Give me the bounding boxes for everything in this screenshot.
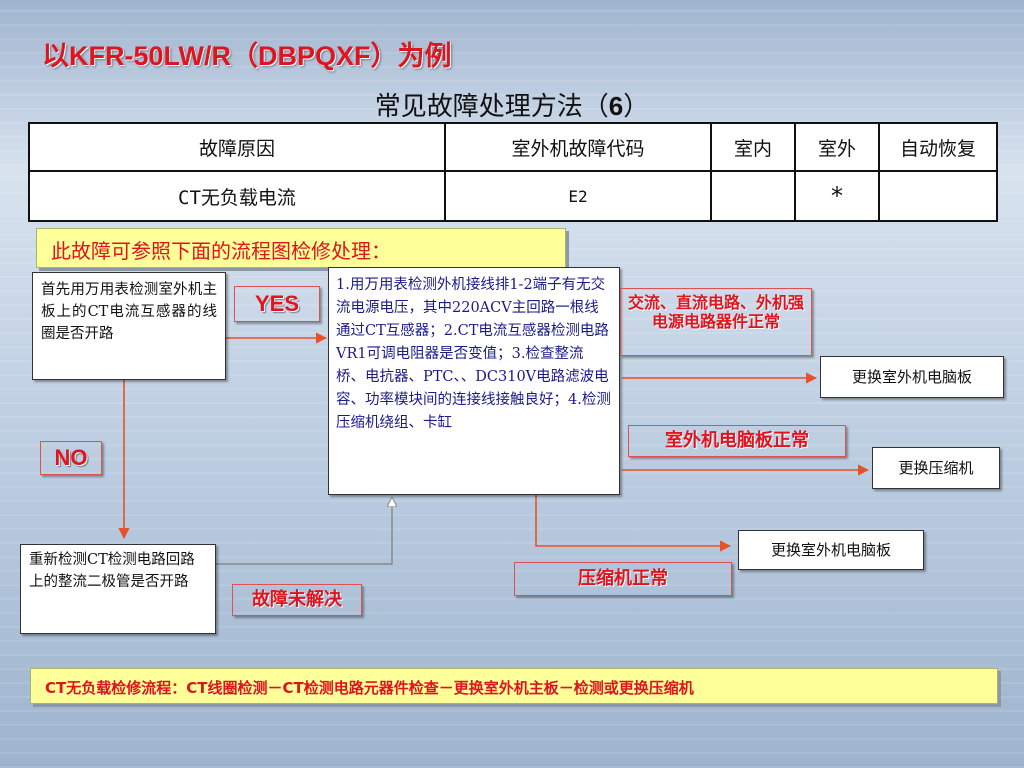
arrow-step2-to-result3 [535, 495, 732, 552]
no-label: NO [40, 441, 102, 475]
subtitle-prefix: 常见故障处理方法（ [374, 92, 609, 122]
condition1-label: 交流、直流电路、外机强电源电路器件正常 [620, 288, 812, 356]
summary-banner: CT无负载检修流程：CT线圈检测－CT检测电路元器件检查－更换室外机主板－检测或… [30, 668, 998, 704]
cell-auto-recover [878, 170, 998, 222]
step1-box: 首先用万用表检测室外机主板上的CT电流互感器的线圈是否开路 [32, 272, 226, 380]
flow-intro-text: 此故障可参照下面的流程图检修处理： [51, 239, 391, 263]
header-indoor: 室内 [710, 122, 796, 172]
slide-subtitle: 常见故障处理方法（6） [0, 86, 1024, 123]
flow-intro-banner: 此故障可参照下面的流程图检修处理： [36, 228, 566, 268]
header-outdoor-code: 室外机故障代码 [444, 122, 712, 172]
yes-label: YES [234, 286, 320, 322]
condition2-label: 室外机电脑板正常 [628, 425, 846, 457]
cell-indoor [710, 170, 796, 222]
result1-box: 更换室外机电脑板 [820, 356, 1004, 398]
fault-table-row: CT无负载电流 E2 * [28, 170, 998, 222]
condition3-label: 压缩机正常 [514, 562, 732, 596]
step2-box: 1.用万用表检测外机接线排1-2端子有无交流电源电压，其中220ACV主回路一根… [328, 267, 620, 495]
step3-box: 重新检测CT检测电路回路上的整流二极管是否开路 [20, 544, 216, 634]
cell-outdoor: * [794, 170, 880, 222]
header-outdoor: 室外 [794, 122, 880, 172]
header-cause: 故障原因 [28, 122, 446, 172]
cell-outdoor-code: E2 [444, 170, 712, 222]
subtitle-number: 6 [608, 91, 624, 121]
cell-cause: CT无负载电流 [28, 170, 446, 222]
subtitle-suffix: ） [623, 92, 650, 122]
arrow-step3-to-step2 [216, 498, 392, 565]
unresolved-label: 故障未解决 [232, 584, 362, 616]
result2-box: 更换压缩机 [872, 447, 1000, 489]
fault-table-header-row: 故障原因 室外机故障代码 室内 室外 自动恢复 [28, 122, 998, 172]
fault-table: 故障原因 室外机故障代码 室内 室外 自动恢复 CT无负载电流 E2 * [28, 122, 998, 222]
header-auto-recover: 自动恢复 [878, 122, 998, 172]
slide-title: 以KFR-50LW/R（DBPQXF）为例 [42, 41, 452, 71]
result3-box: 更换室外机电脑板 [738, 530, 924, 570]
summary-text: CT无负载检修流程：CT线圈检测－CT检测电路元器件检查－更换室外机主板－检测或… [45, 679, 694, 697]
